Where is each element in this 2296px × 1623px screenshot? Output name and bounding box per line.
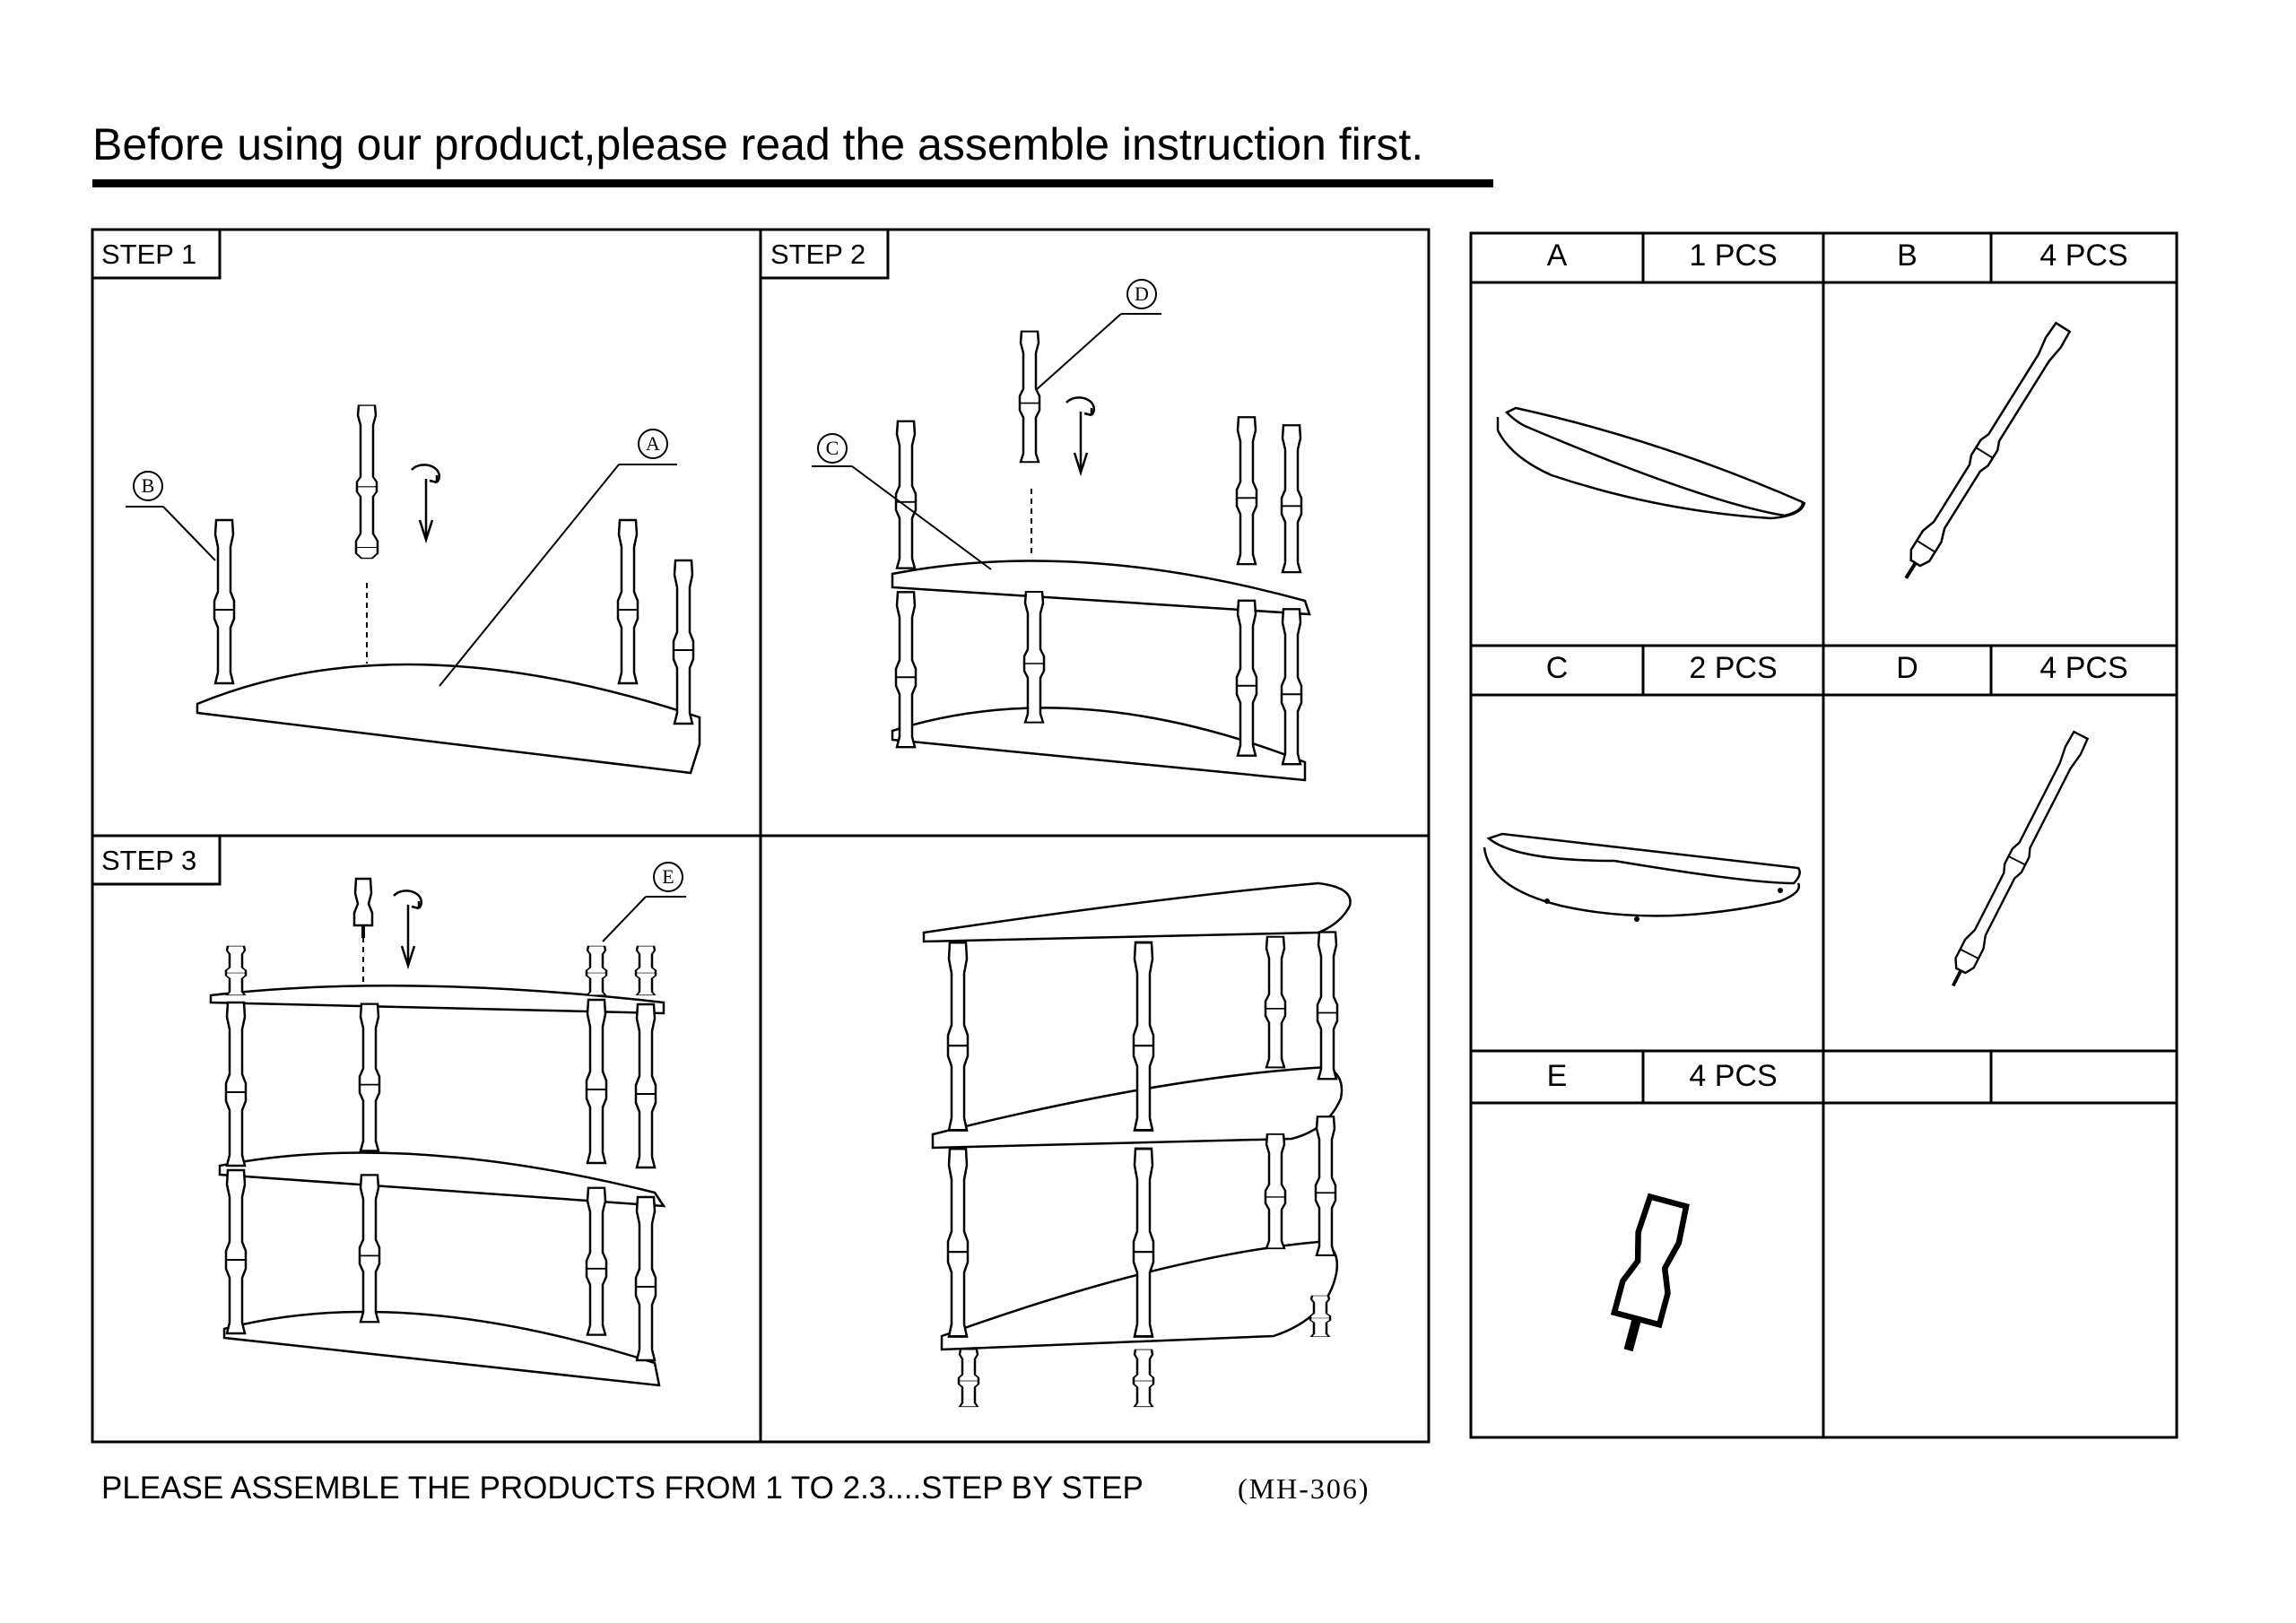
step2-label: STEP 2 bbox=[770, 239, 866, 270]
rotation-arrow bbox=[1065, 396, 1096, 474]
part-a-qty: 1 PCS bbox=[1689, 239, 1778, 273]
tabletop-a bbox=[196, 663, 701, 775]
callout-e-letter: E bbox=[662, 865, 674, 888]
leg-b bbox=[672, 559, 695, 725]
part-e-letter: E bbox=[1546, 1059, 1568, 1093]
parts-table bbox=[1469, 231, 2179, 1439]
step1-illustration bbox=[126, 404, 701, 775]
rotation-arrow bbox=[410, 464, 441, 542]
model-number: (MH-306) bbox=[1238, 1472, 1370, 1505]
step3-illustration bbox=[209, 877, 686, 1387]
shelf-c bbox=[891, 560, 1311, 616]
part-c-qty: 2 PCS bbox=[1689, 651, 1778, 685]
leg-b bbox=[213, 518, 236, 685]
title-underline bbox=[92, 179, 1493, 187]
page-title: Before using our product,please read the… bbox=[92, 119, 1424, 169]
callout-d-step2 bbox=[1126, 279, 1157, 309]
leg-d bbox=[1018, 330, 1041, 464]
step3-label: STEP 3 bbox=[101, 845, 197, 876]
callout-a-step1 bbox=[638, 429, 668, 459]
part-a-letter: A bbox=[1546, 239, 1568, 273]
leg-b bbox=[616, 518, 639, 685]
steps-frame bbox=[91, 228, 1431, 1444]
leg-d bbox=[354, 404, 379, 560]
callout-b-step1 bbox=[133, 471, 163, 501]
part-c-letter: C bbox=[1545, 651, 1569, 685]
part-b-drawing bbox=[1904, 320, 2074, 579]
callout-b-letter: B bbox=[141, 474, 155, 497]
part-b-qty: 4 PCS bbox=[2039, 239, 2128, 273]
callout-c-step2 bbox=[817, 433, 848, 464]
part-d-qty: 4 PCS bbox=[2039, 651, 2128, 685]
part-e-drawing bbox=[1605, 1195, 1691, 1356]
part-b-letter: B bbox=[1897, 239, 1918, 273]
part-e-qty: 4 PCS bbox=[1689, 1059, 1778, 1093]
callout-d-letter: D bbox=[1135, 282, 1149, 305]
callout-c-letter: C bbox=[825, 437, 839, 459]
assembly-instruction-text: PLEASE ASSEMBLE THE PRODUCTS FROM 1 TO 2… bbox=[101, 1471, 1144, 1506]
connector-e bbox=[352, 877, 374, 940]
rotation-arrow bbox=[392, 890, 423, 968]
callout-e-step3 bbox=[653, 862, 683, 892]
step1-label: STEP 1 bbox=[101, 239, 197, 270]
finished-product-illustration bbox=[922, 881, 1352, 1408]
step2-illustration bbox=[812, 313, 1311, 782]
callout-a-letter: A bbox=[646, 432, 660, 455]
part-a-drawing bbox=[1496, 406, 1806, 520]
part-d-letter: D bbox=[1896, 651, 1918, 685]
part-c-drawing bbox=[1483, 832, 1801, 922]
part-d-drawing bbox=[1950, 729, 2092, 987]
